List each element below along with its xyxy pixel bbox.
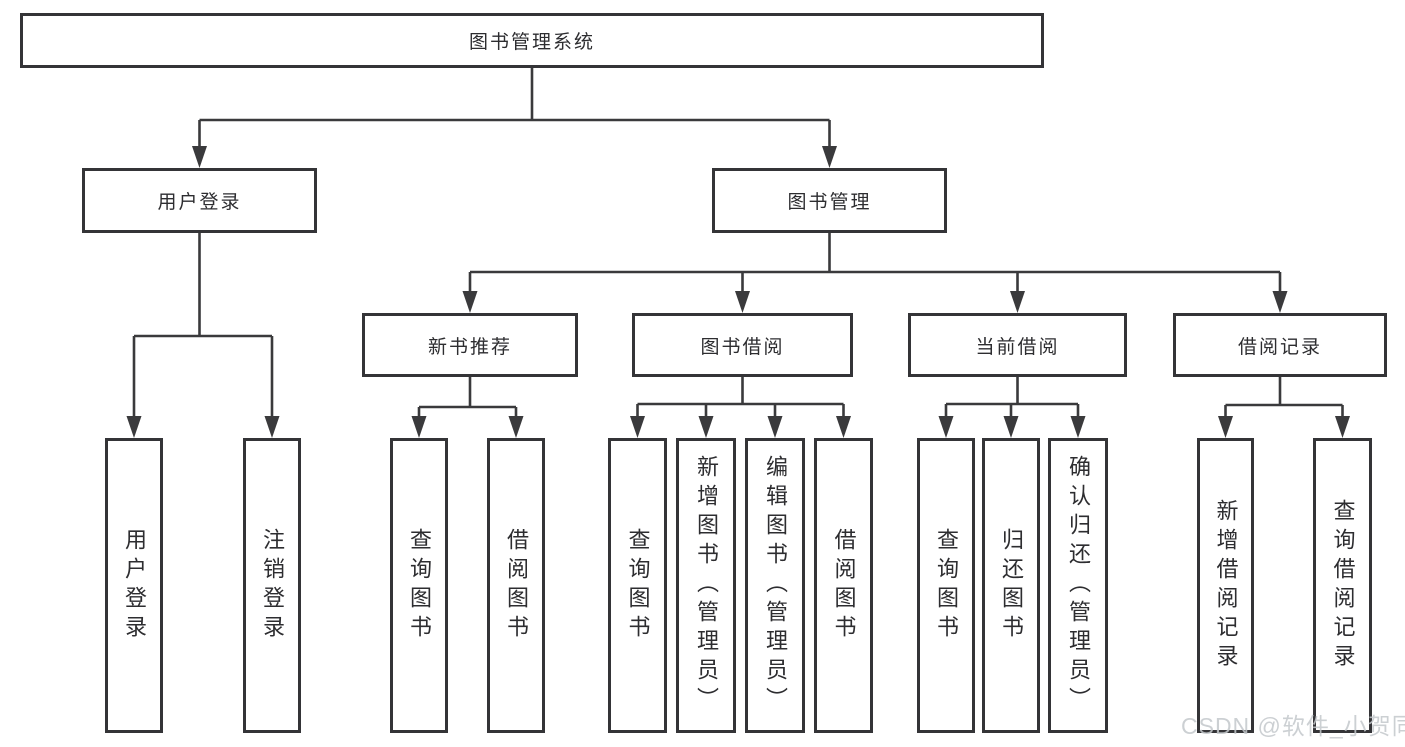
node-borrow-books-recommend: 借阅图书 [487,438,545,733]
node-book-borrowing: 图书借阅 [632,313,853,377]
node-edit-books-admin: 编辑图书（管理员） [745,438,805,733]
node-logout-action: 注销登录 [243,438,301,733]
node-query-books-current: 查询图书 [917,438,975,733]
node-user-login-action: 用户登录 [105,438,163,733]
node-book-management: 图书管理 [712,168,947,233]
node-return-books: 归还图书 [982,438,1040,733]
node-add-books-admin: 新增图书（管理员） [676,438,736,733]
node-current-borrowing: 当前借阅 [908,313,1127,377]
node-confirm-return-admin: 确认归还（管理员） [1048,438,1108,733]
csdn-watermark: CSDN @软件_小贺同学 [1181,713,1405,739]
node-query-books-recommend: 查询图书 [390,438,448,733]
node-borrowing-records: 借阅记录 [1173,313,1387,377]
node-library-management-system: 图书管理系统 [20,13,1044,68]
node-new-book-recommendation: 新书推荐 [362,313,578,377]
node-query-borrow-record: 查询借阅记录 [1313,438,1372,733]
node-borrow-books: 借阅图书 [814,438,873,733]
node-query-books-borrowing: 查询图书 [608,438,667,733]
node-add-borrow-record: 新增借阅记录 [1197,438,1254,733]
node-user-login: 用户登录 [82,168,317,233]
